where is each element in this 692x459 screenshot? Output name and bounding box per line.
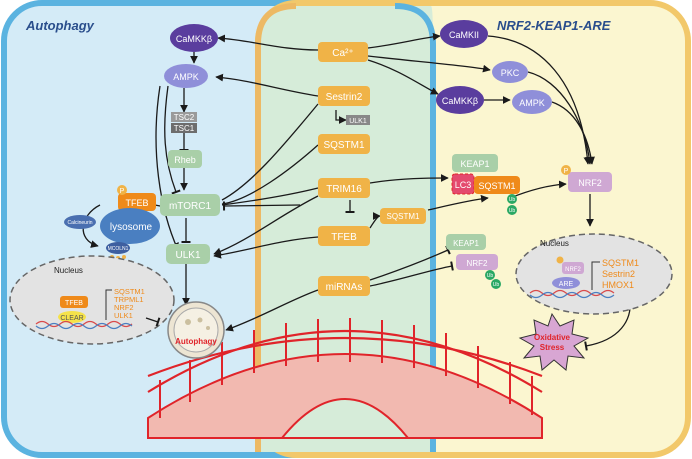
nrf2-phospho-label: P bbox=[564, 168, 569, 175]
lysosome-label: lysosome bbox=[110, 222, 153, 233]
sqstm1-b-node: SQSTM1 bbox=[380, 208, 426, 224]
ulk1-small-node: ULK1 bbox=[346, 115, 370, 125]
autophagy-panel-title: Autophagy bbox=[25, 18, 95, 33]
ca-node: Ca²⁺ bbox=[318, 42, 368, 62]
ampk-left-node: AMPK bbox=[164, 64, 208, 88]
trim16-node: TRIM16 bbox=[318, 178, 370, 198]
camkii-node: CaMKII bbox=[440, 20, 488, 48]
mtorc1-node: mTORC1 bbox=[160, 194, 220, 216]
nrf2-panel-title: NRF2-KEAP1-ARE bbox=[497, 18, 611, 33]
sqstm1-right-label: SQSTM1 bbox=[478, 181, 515, 191]
camkkb-left-label: CaMKKβ bbox=[176, 34, 212, 44]
oxidative-stress-node: Oxidative Stress bbox=[518, 312, 590, 371]
ampk-right-node: AMPK bbox=[512, 90, 552, 114]
sqstm1-center-label: SQSTM1 bbox=[323, 140, 365, 151]
sestrin2-node: Sestrin2 bbox=[318, 86, 370, 106]
rheb-node: Rheb bbox=[168, 150, 202, 168]
left-nucleus: Nucleus TFEB CLEAR SQSTM1 TRPML1 NRF2 UL… bbox=[9, 255, 175, 345]
calcineurin-label: Calcineurin bbox=[67, 220, 92, 226]
rheb-label: Rheb bbox=[174, 155, 196, 165]
left-gene-3: NRF2 bbox=[114, 303, 134, 312]
keap1-top-node: KEAP1 bbox=[452, 154, 498, 172]
right-gene-2: Sestrin2 bbox=[602, 269, 635, 279]
nucleus-nrf2-label: NRF2 bbox=[565, 267, 581, 273]
right-gene-3: HMOX1 bbox=[602, 280, 634, 290]
left-gene-1: SQSTM1 bbox=[114, 287, 145, 296]
nrf2-right-node: NRF2 P bbox=[561, 165, 612, 192]
nucleus-tfeb-label: TFEB bbox=[65, 300, 83, 307]
keap1-top-label: KEAP1 bbox=[460, 159, 489, 169]
trim16-label: TRIM16 bbox=[326, 184, 362, 195]
ulk1-small-label: ULK1 bbox=[349, 118, 367, 125]
stress-label: Stress bbox=[540, 343, 565, 352]
bridge bbox=[147, 318, 543, 439]
camkkb-right-label: CaMKKβ bbox=[442, 96, 478, 106]
calcineurin-node: Calcineurin bbox=[64, 215, 96, 229]
ub-top-2: Ub bbox=[509, 208, 516, 214]
mtorc1-label: mTORC1 bbox=[169, 201, 211, 212]
keap1-bottom-node: KEAP1 bbox=[446, 234, 486, 250]
mirnas-node: miRNAs bbox=[318, 276, 370, 296]
pathway-edges bbox=[82, 32, 631, 351]
mcoln1-label: MCOLN1 bbox=[108, 246, 129, 252]
tfeb-left-node: TFEB P bbox=[117, 185, 156, 211]
right-nucleus-label: Nucleus bbox=[540, 239, 569, 248]
tsc2-label: TSC2 bbox=[174, 113, 195, 122]
ub-bottom-1: Ub bbox=[487, 273, 494, 279]
pkc-label: PKC bbox=[501, 68, 520, 78]
clear-label: CLEAR bbox=[60, 315, 83, 322]
are-label: ARE bbox=[559, 281, 574, 288]
camkkb-left-node: CaMKKβ bbox=[170, 24, 218, 52]
tfeb-center-label: TFEB bbox=[331, 232, 357, 243]
lysosome-node: lysosome bbox=[100, 208, 160, 244]
lc3-sqstm1-complex: LC3 SQSTM1 Ub Ub bbox=[451, 173, 520, 215]
left-gene-4: ULK1 bbox=[114, 311, 133, 320]
pkc-node: PKC bbox=[492, 61, 528, 83]
tfeb-left-label: TFEB bbox=[125, 198, 148, 208]
tsc-complex: TSC2 TSC1 bbox=[171, 112, 197, 133]
camkii-label: CaMKII bbox=[449, 30, 479, 40]
ub-top-1: Ub bbox=[509, 197, 516, 203]
tfeb-center-node: TFEB bbox=[318, 226, 370, 246]
sestrin2-label: Sestrin2 bbox=[326, 92, 363, 103]
autophagy-label: Autophagy bbox=[175, 337, 217, 346]
sqstm1-center-node: SQSTM1 bbox=[318, 134, 370, 154]
sqstm1-b-label: SQSTM1 bbox=[387, 212, 420, 221]
ampk-right-label: AMPK bbox=[519, 98, 545, 108]
lc3-label: LC3 bbox=[455, 180, 472, 190]
ulk1-left-label: ULK1 bbox=[175, 250, 200, 261]
autophagy-node: Autophagy bbox=[167, 301, 225, 359]
left-nucleus-label: Nucleus bbox=[54, 266, 83, 275]
left-gene-2: TRPML1 bbox=[114, 295, 144, 304]
ca-label: Ca²⁺ bbox=[332, 48, 353, 59]
ampk-left-label: AMPK bbox=[173, 72, 199, 82]
nrf2-bottom-node: NRF2 Ub Ub bbox=[456, 254, 501, 289]
camkkb-right-node: CaMKKβ bbox=[436, 86, 484, 114]
right-gene-1: SQSTM1 bbox=[602, 258, 639, 268]
tfeb-phospho-label: P bbox=[120, 188, 125, 195]
ub-bottom-2: Ub bbox=[493, 282, 500, 288]
oxidative-label: Oxidative bbox=[534, 333, 571, 342]
right-nucleus: Nucleus NRF2 ARE SQSTM1 Sestrin2 HMOX1 bbox=[515, 233, 673, 315]
nrf2-bottom-label: NRF2 bbox=[467, 259, 488, 268]
ulk1-left-node: ULK1 bbox=[166, 244, 210, 264]
nrf2-right-label: NRF2 bbox=[578, 178, 602, 188]
tsc1-label: TSC1 bbox=[174, 124, 195, 133]
keap1-bottom-label: KEAP1 bbox=[453, 239, 479, 248]
mirnas-label: miRNAs bbox=[326, 282, 363, 293]
